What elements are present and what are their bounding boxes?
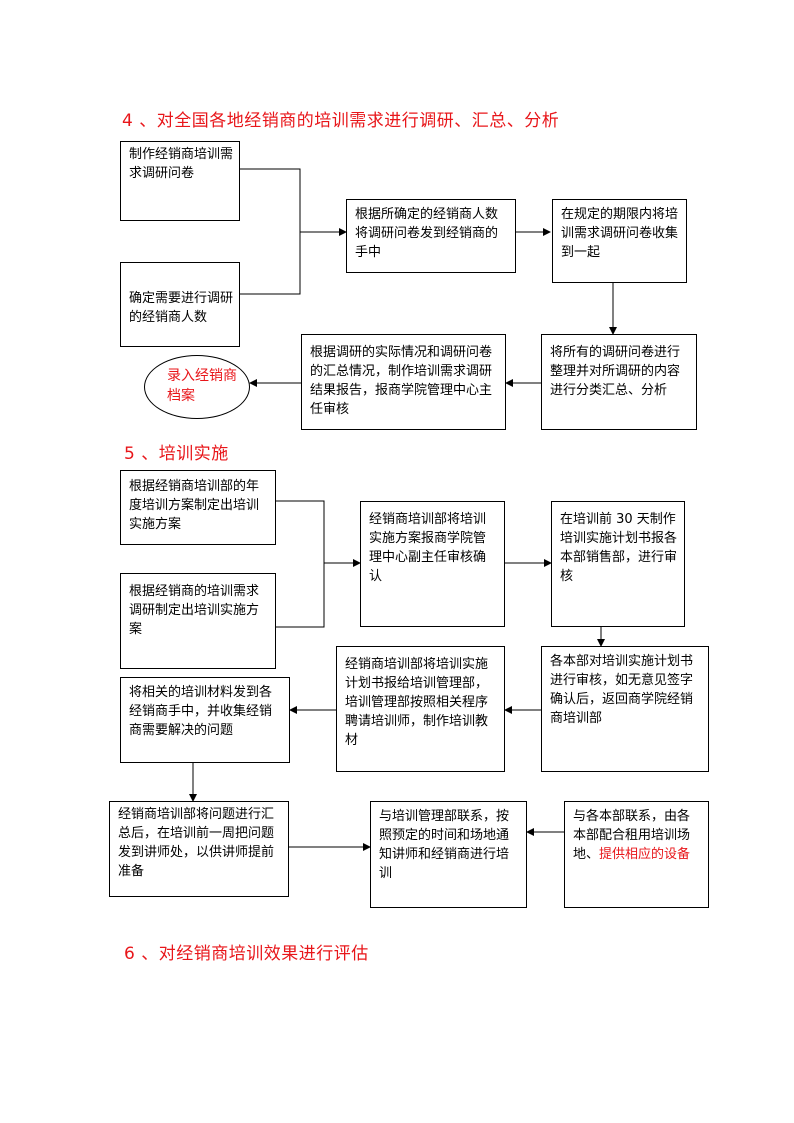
box-survey-plan: 根据经销商的培训需求调研制定出培训实施方案 [120, 573, 276, 669]
box-venue: 与各本部联系，由各本部配合租用培训场地、提供相应的设备 [564, 801, 709, 908]
box-distribute: 根据所确定的经销商人数将调研问卷发到经销商的手中 [346, 199, 516, 273]
box-annual-plan: 根据经销商培训部的年度培训方案制定出培训实施方案 [120, 470, 276, 545]
box-send-materials: 将相关的培训材料发到各经销商手中，并收集经销商需要解决的问题 [120, 677, 290, 763]
box-notify: 与培训管理部联系，按照预定的时间和场地通知讲师和经销商进行培训 [370, 801, 527, 908]
box-summarize: 将所有的调研问卷进行整理并对所调研的内容进行分类汇总、分析 [541, 334, 697, 430]
box-hire-trainer: 经销商培训部将培训实施计划书报给培训管理部，培训管理部按照相关程序聘请培训师，制… [336, 646, 505, 772]
box-dept-plan: 在培训前 30 天制作培训实施计划书报各本部销售部，进行审核 [551, 501, 685, 627]
venue-text-highlight: 提供相应的设备 [599, 847, 691, 862]
connector-survey-merge [240, 168, 301, 295]
section-4-title: 4 、对全国各地经销商的培训需求进行调研、汇总、分析 [122, 111, 560, 131]
box-make-survey: 制作经销商培训需求调研问卷 [120, 141, 240, 221]
ellipse-archive: 录入经销商档案 [144, 355, 250, 419]
box-collect: 在规定的期限内将培训需求调研问卷收集到一起 [552, 199, 687, 283]
box-determine-count: 确定需要进行调研的经销商人数 [120, 262, 240, 347]
venue-text: 与各本部联系，由各本部配合租用培训场地、 [573, 809, 691, 862]
box-dept-review: 各本部对培训实施计划书进行审核，如无意见签字确认后，返回商学院经销商培训部 [541, 646, 709, 772]
box-forward-questions: 经销商培训部将问题进行汇总后，在培训前一周把问题发到讲师处，以供讲师提前准备 [109, 801, 289, 897]
section-5-title: 5 、培训实施 [124, 444, 229, 464]
connector-plan-merge [276, 500, 325, 628]
section-6-title: 6 、对经销商培训效果进行评估 [124, 944, 369, 964]
box-submit-review: 经销商培训部将培训实施方案报商学院管理中心副主任审核确认 [360, 501, 505, 627]
box-report: 根据调研的实际情况和调研问卷的汇总情况，制作培训需求调研结果报告，报商学院管理中… [301, 334, 506, 430]
